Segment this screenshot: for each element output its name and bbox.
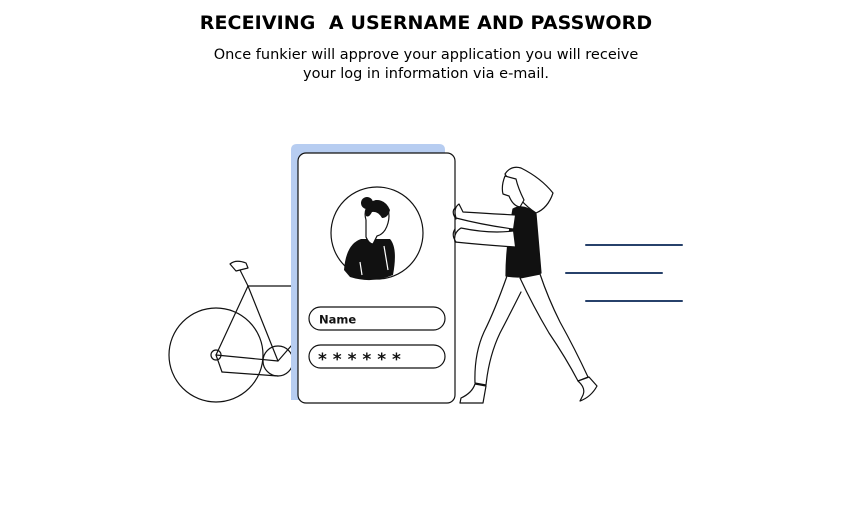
- page-subtitle: Once funkier will approve your applicati…: [213, 47, 639, 82]
- password-input[interactable]: [308, 344, 446, 369]
- name-input-label: Name: [319, 313, 356, 327]
- bicycle-icon: [168, 260, 299, 403]
- password-input-value: * * * * * *: [318, 350, 401, 370]
- avatar-woman-icon: [330, 186, 424, 281]
- page-title: RECEIVING A USERNAME AND PASSWORD: [199, 12, 653, 34]
- woman-pushing-icon: [452, 166, 598, 404]
- speed-lines-icon: [565, 244, 683, 302]
- login-card: Name * * * * * *: [291, 144, 456, 404]
- name-input[interactable]: [308, 306, 446, 331]
